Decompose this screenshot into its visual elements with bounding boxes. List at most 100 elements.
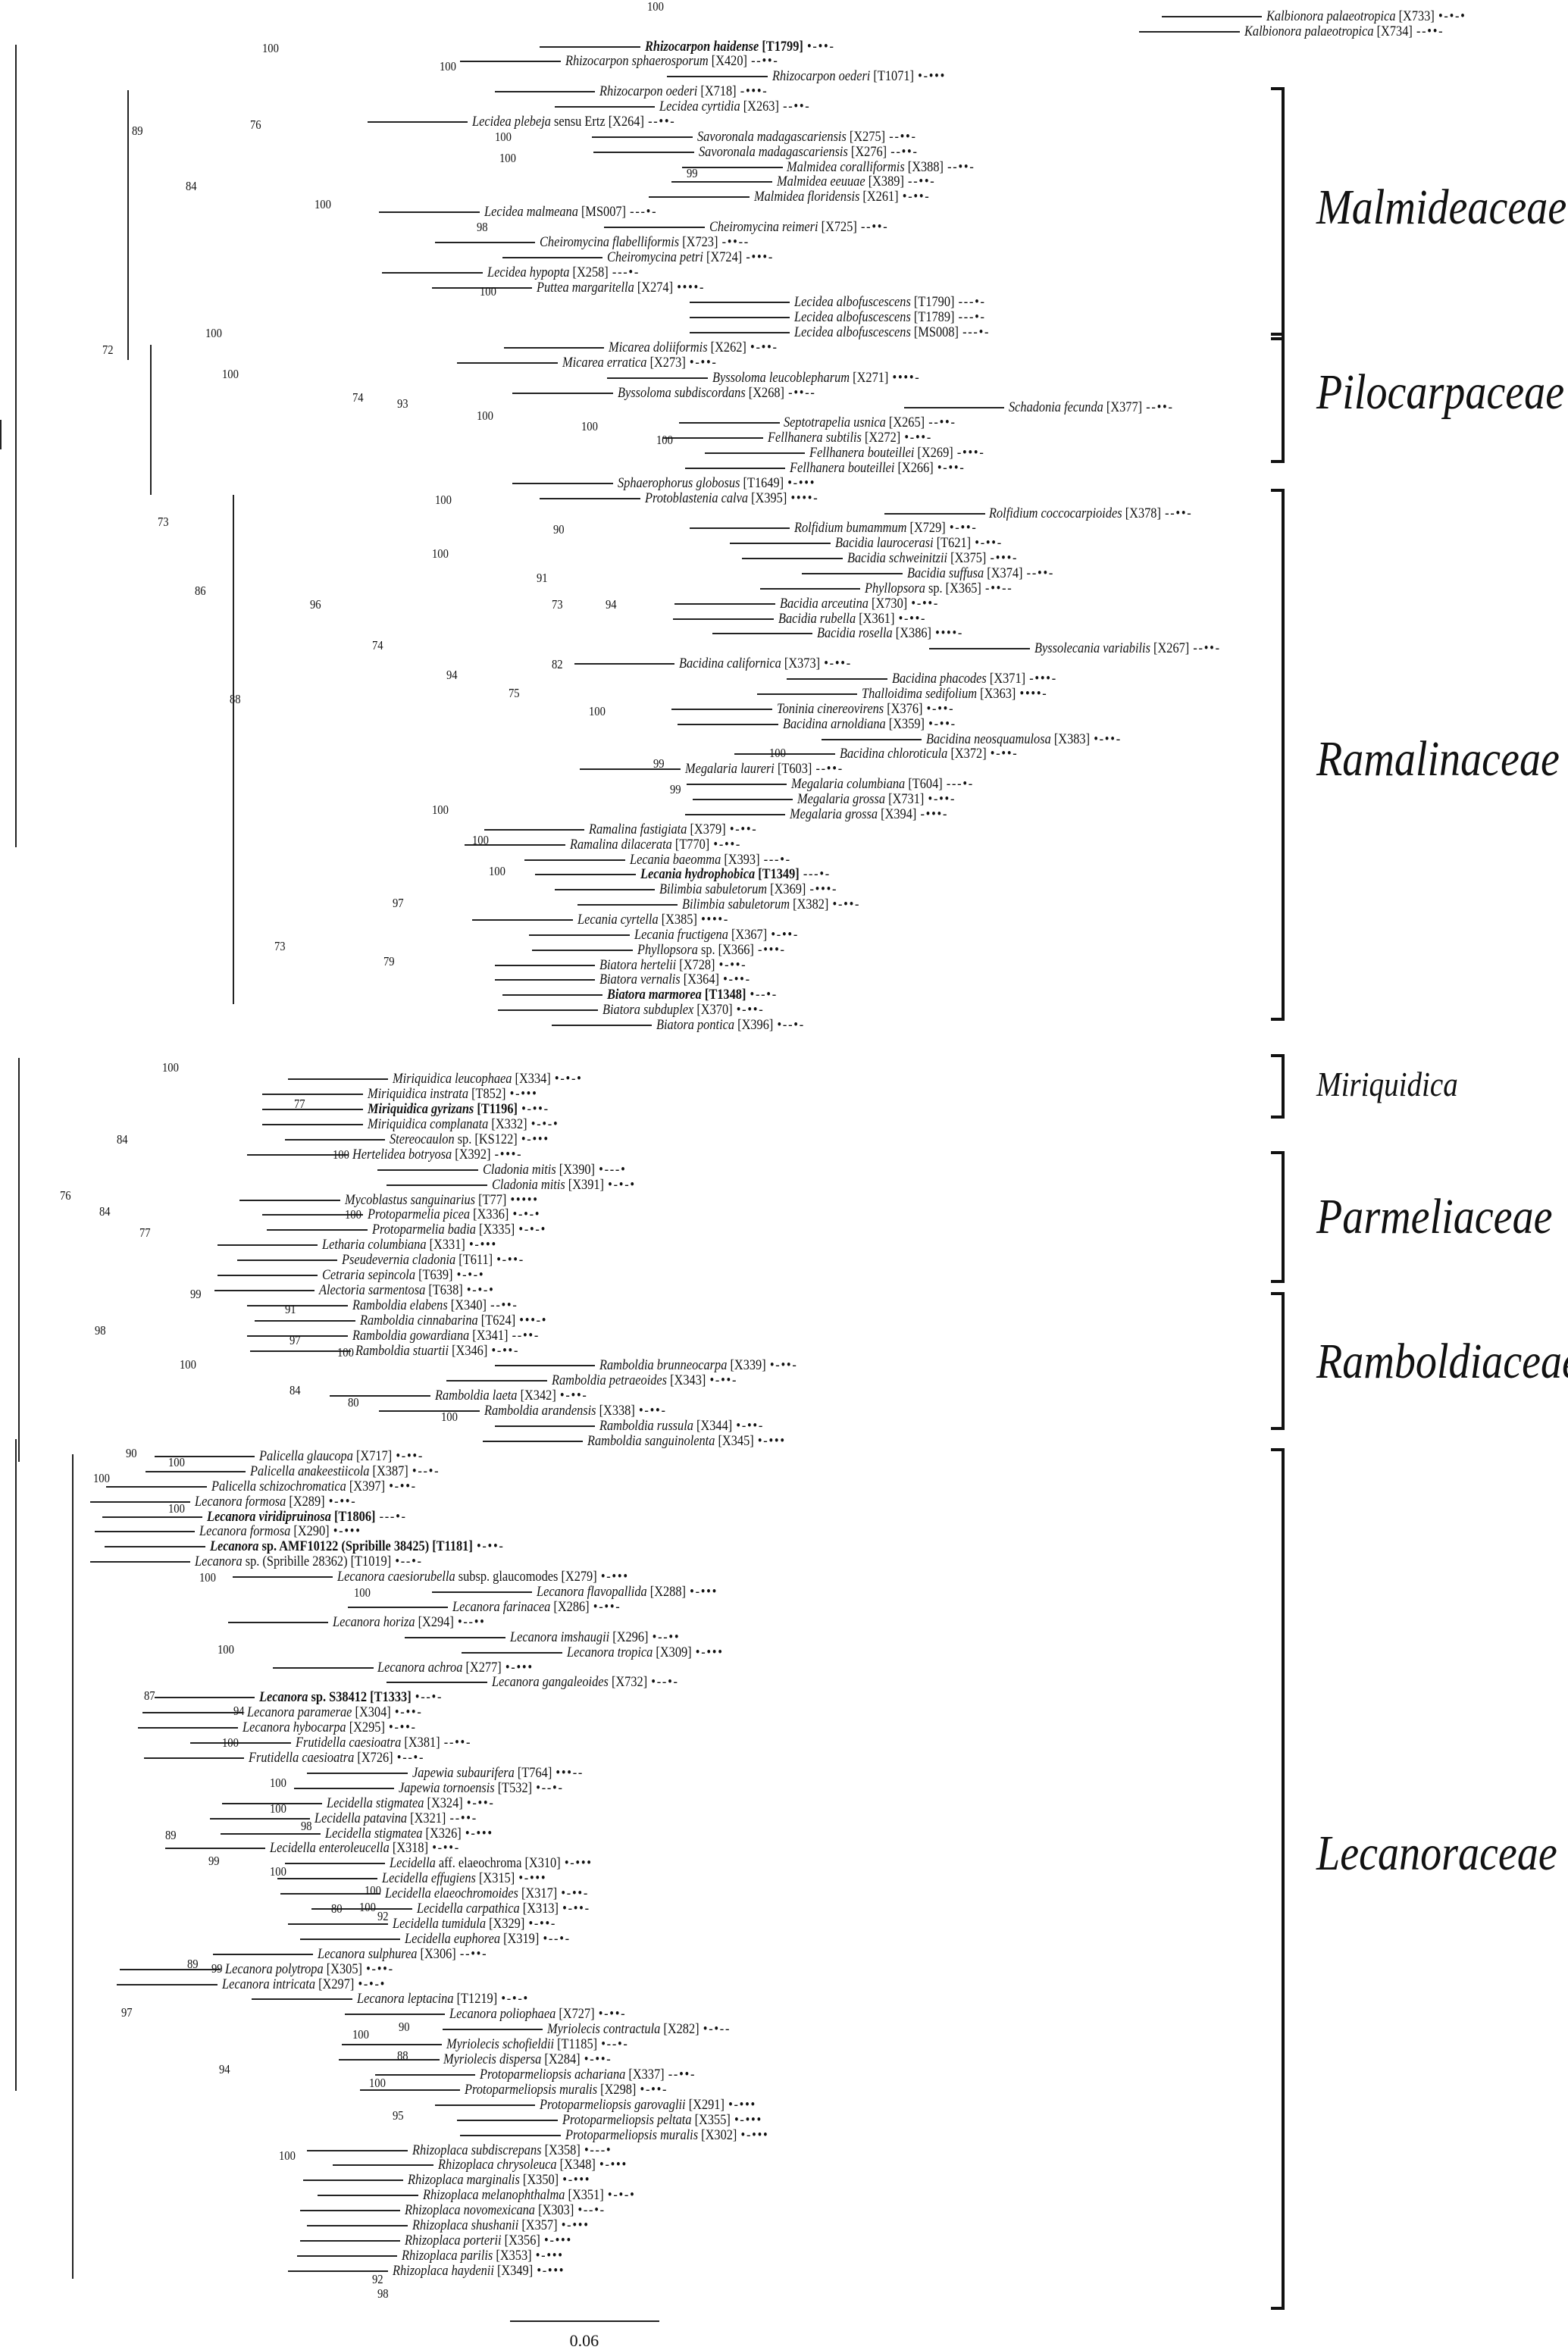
taxon-label: Bacidia arceutina [X730]•-••- [780,596,939,611]
marker-pattern: •-•-• [501,1991,529,2007]
bootstrap-value: 100 [161,1060,179,1075]
voucher-code: [X289] [289,1493,325,1510]
family-bracket [1271,86,1285,341]
marker-pattern: •-••- [718,956,747,973]
taxon-name: Letharia columbiana [322,1237,427,1253]
voucher-code: [X357] [521,2217,558,2234]
marker-pattern: •-••- [928,791,956,808]
taxon-qualifier: sp. [928,580,943,596]
voucher-code: [X265] [889,415,925,431]
taxon-qualifier: sp. S38412 [311,1689,368,1706]
taxon-label: Lecanora intricata [X297]•-•-• [222,1977,386,1992]
taxon-name: Thalloidima sedifolium [862,685,978,702]
taxon-label: Megalaria columbiana [T604]---•- [791,777,974,791]
voucher-code: [X397] [349,1478,385,1494]
branch [137,1727,239,1729]
voucher-code: [T624] [480,1312,515,1328]
marker-pattern: -••-- [721,233,750,250]
taxon-label: Lecidea malmeana [MS007]---•- [484,205,657,219]
bootstrap-value: 74 [352,390,364,405]
taxon-name: Cladonia mitis [491,1176,565,1193]
taxon-label: Lecidella patavina [X321]--••- [315,1811,477,1826]
taxon-label: Schadonia fecunda [X377]--••- [1009,400,1174,415]
taxon-name: Protoparmelia badia [371,1222,476,1238]
bootstrap-value: 100 [431,803,449,818]
marker-pattern: •-•-• [607,2187,636,2204]
taxon-name: Protoparmeliopsis muralis [565,2126,698,2143]
marker-pattern: •-•-• [512,1206,540,1223]
taxon-label: Pseudevernia cladonia [T611]•-••- [342,1253,524,1267]
voucher-code: [X359] [888,715,925,732]
taxon-name: Biatora vernalis [599,972,681,988]
branch [460,2134,561,2136]
bootstrap-value: 75 [508,685,520,700]
taxon-label: Bacidina chloroticula [X372]•-••- [840,746,1018,761]
voucher-code: [X329] [489,1915,525,1932]
voucher-code: [T1806] [333,1508,376,1525]
marker-pattern: •-••- [898,610,926,627]
branch [482,1440,584,1442]
taxon-label: Rolfidium bumammum [X729]•-••- [794,521,978,535]
branch [512,482,613,484]
taxon-label: Lecanora formosa [X290]•-••• [199,1524,361,1538]
taxon-label: Lecidella effugiens [X315]•-••• [382,1871,546,1885]
branch [307,1772,408,1774]
voucher-code: [X346] [451,1342,488,1359]
branch [106,1485,207,1488]
taxon-name: Lecidella stigmatea [325,1825,423,1842]
voucher-code: [X731] [888,791,925,808]
branch [277,1878,378,1880]
bootstrap-value: 91 [284,1301,296,1316]
taxon-label: Lecanora formosa [X289]•-••- [195,1494,356,1509]
branch [379,211,480,214]
voucher-code: [T1019] [350,1554,392,1570]
taxon-label: Rhizoplaca subdiscrepans [X358]•---• [412,2143,612,2158]
branch [287,2270,389,2272]
taxon-name: Bacidina neosquamulosa [926,731,1052,747]
taxon-name: Phyllopsora [865,580,926,596]
voucher-code: [MS007] [581,204,626,221]
bootstrap-value: 100 [353,1585,371,1600]
branch [117,1983,218,1985]
marker-pattern: •-••- [467,1795,495,1811]
taxon-name: Savoronala madagascariensis [696,128,847,145]
branch [604,227,705,229]
voucher-code: [T1789] [914,309,955,326]
branch [142,1712,243,1714]
taxon-label: Lecanora farinacea [X286]•-••- [452,1600,621,1614]
branch [262,1094,363,1096]
branch [262,1109,363,1111]
voucher-code: [X396] [737,1017,774,1034]
branch [434,241,536,243]
branch [220,1832,321,1835]
taxon-label: Lecanora sp. AMF10122 (Spribille 38425) … [210,1539,505,1554]
taxon-label: Cheiromycina reimeri [X725]--••- [709,220,888,234]
voucher-code: [X395] [750,490,787,506]
marker-pattern: ---•- [612,264,640,280]
branch [502,994,603,997]
taxon-name: Rhizoplaca marginalis [408,2172,520,2189]
family-bracket [1271,1447,1285,2311]
taxon-name: Frutidella caesioatra [249,1750,355,1766]
voucher-code: [X304] [355,1704,392,1721]
bootstrap-value: 80 [347,1394,359,1410]
marker-pattern: •-••- [640,2081,668,2098]
taxon-name: Micarea erratica [562,354,647,371]
bootstrap-value: 84 [117,1132,128,1147]
marker-pattern: •--•- [543,1930,571,1947]
taxon-name: Ramalina dilacerata [569,836,672,853]
bootstrap-value: 100 [589,703,606,718]
marker-pattern: •-••- [736,1418,765,1435]
taxon-label: Cheiromycina flabelliformis [X723]-••-- [540,235,750,249]
branch [512,392,613,394]
backbone-line [149,344,152,495]
taxon-label: Thalloidima sedifolium [X363]••••- [862,687,1047,701]
voucher-code: [X309] [656,1644,692,1660]
marker-pattern: --••- [668,2067,696,2082]
taxon-name: Protoparmelia picea [367,1206,470,1223]
marker-pattern: •--•- [412,1463,440,1479]
taxon-name: Lecanora viridipruinosa [206,1508,331,1525]
bootstrap-value: 94 [446,668,459,683]
voucher-code: [X297] [318,1976,355,1992]
branch [431,1591,533,1594]
